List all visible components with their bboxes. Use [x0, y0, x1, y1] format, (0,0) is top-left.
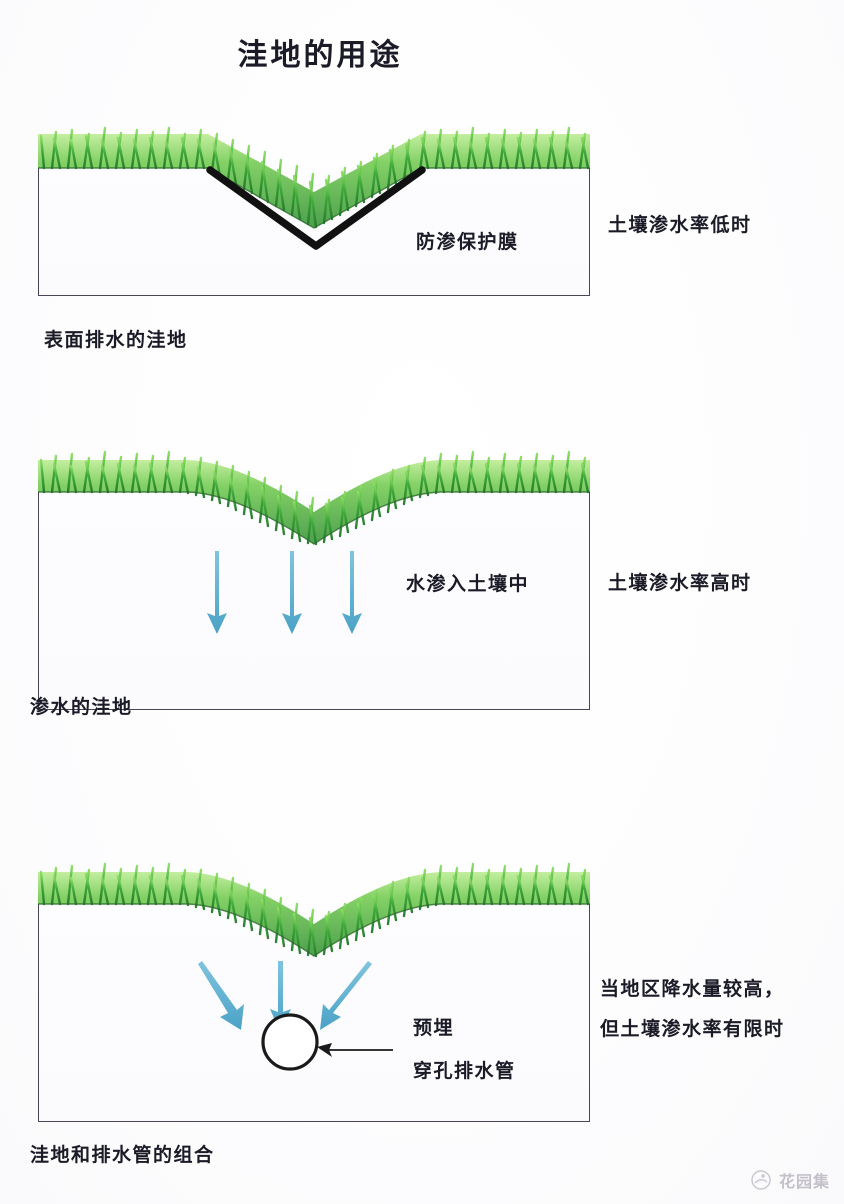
grass-icon — [38, 862, 590, 958]
converging-arrow-icon — [198, 961, 244, 1030]
down-arrow-icon — [282, 551, 302, 634]
pipe-label-line-2: 穿孔排水管 — [413, 1060, 516, 1082]
membrane-line-icon — [206, 166, 426, 250]
caption-panel-3: 洼地和排水管的组合 — [30, 1144, 215, 1166]
note-panel-2: 土壤渗水率高时 — [608, 572, 752, 594]
pipe-label-line-1: 预埋 — [413, 1017, 455, 1039]
grass-icon — [38, 450, 590, 546]
watermark-text: 花园集 — [778, 1172, 830, 1191]
down-arrow-icon — [207, 551, 227, 634]
down-arrow-icon — [342, 551, 362, 634]
swale-artwork-3 — [38, 862, 590, 1071]
pipe-circle-icon — [261, 1013, 319, 1071]
logo-icon — [751, 1170, 771, 1190]
panel-swale-with-pipe: 预埋 穿孔排水管 — [38, 860, 590, 1130]
grass-icon — [38, 126, 590, 229]
infiltration-label-2: 水渗入土壤中 — [406, 573, 530, 595]
caption-panel-1: 表面排水的洼地 — [44, 329, 188, 351]
soil-section-box-1 — [38, 168, 590, 296]
page-title: 洼地的用途 — [237, 38, 403, 73]
converging-arrow-icon — [320, 961, 372, 1030]
leader-arrow-icon — [317, 1043, 393, 1057]
note-panel-3-line-2: 但土壤渗水率有限时 — [600, 1018, 785, 1040]
note-panel-1: 土壤渗水率低时 — [608, 214, 752, 236]
caption-panel-2: 渗水的洼地 — [30, 696, 133, 718]
swale-artwork-2 — [38, 450, 590, 634]
membrane-label-1: 防渗保护膜 — [416, 231, 519, 253]
panel-surface-drainage: 防渗保护膜 — [38, 118, 590, 318]
panel-infiltration: 水渗入土壤中 — [38, 448, 590, 710]
watermark: 花园集 — [750, 1168, 830, 1192]
swale-artwork-1 — [38, 126, 590, 250]
note-panel-3-line-1: 当地区降水量较高， — [600, 978, 785, 1000]
